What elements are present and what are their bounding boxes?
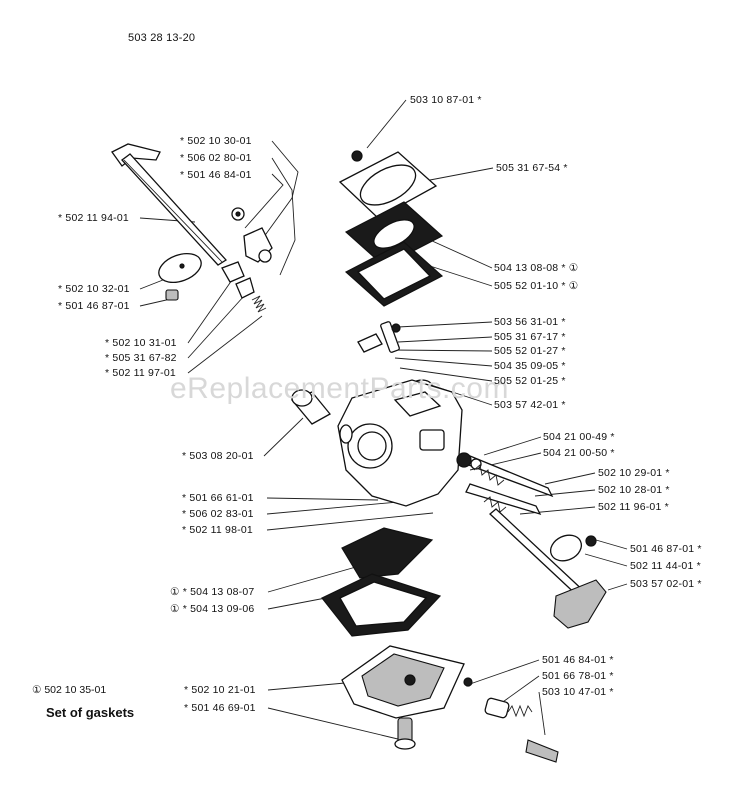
watermark: eReplacementParts.com bbox=[170, 372, 509, 405]
part-label: * 502 11 98-01 bbox=[182, 524, 253, 536]
part-label: 503 57 02-01 * bbox=[630, 578, 702, 590]
part-label: * 501 46 69-01 bbox=[184, 702, 256, 714]
part-label: ① * 504 13 09-06 bbox=[170, 603, 255, 615]
part-label: * 502 11 94-01 bbox=[58, 212, 129, 224]
part-label: * 506 02 83-01 bbox=[182, 508, 254, 520]
part-label: 505 31 67-54 * bbox=[496, 162, 568, 174]
part-label: 504 21 00-49 * bbox=[543, 431, 615, 443]
part-label: 503 10 87-01 * bbox=[410, 94, 482, 106]
part-label: 501 46 87-01 * bbox=[630, 543, 702, 555]
part-label: 505 31 67-17 * bbox=[494, 331, 566, 343]
part-label: * 503 08 20-01 bbox=[182, 450, 254, 462]
part-label: ① * 504 13 08-07 bbox=[170, 586, 255, 598]
part-label: 503 10 47-01 * bbox=[542, 686, 614, 698]
part-label: 502 11 96-01 * bbox=[598, 501, 669, 513]
part-label: * 502 11 97-01 bbox=[105, 367, 176, 379]
part-label: 504 13 08-08 * ① bbox=[494, 262, 579, 274]
part-label: 501 46 84-01 * bbox=[542, 654, 614, 666]
part-label: * 502 10 31-01 bbox=[105, 337, 177, 349]
part-label: 505 52 01-27 * bbox=[494, 345, 566, 357]
part-label: 505 52 01-25 * bbox=[494, 375, 566, 387]
part-label: 503 56 31-01 * bbox=[494, 316, 566, 328]
part-label: 502 11 44-01 * bbox=[630, 560, 701, 572]
gasket-kit-part-number: ① 502 10 35-01 bbox=[32, 684, 107, 696]
leader-lines bbox=[139, 99, 628, 741]
part-label: * 501 66 61-01 bbox=[182, 492, 254, 504]
parts bbox=[111, 143, 607, 763]
part-label: * 505 31 67-82 bbox=[105, 352, 177, 364]
header-part-number: 503 28 13-20 bbox=[128, 32, 196, 44]
part-label: 504 21 00-50 * bbox=[543, 447, 615, 459]
part-label: 504 35 09-05 * bbox=[494, 360, 566, 372]
part-label: 505 52 01-10 * ① bbox=[494, 280, 579, 292]
part-label: * 502 10 30-01 bbox=[180, 135, 252, 147]
gasket-kit-label: Set of gaskets bbox=[46, 705, 135, 720]
part-label: 502 10 28-01 * bbox=[598, 484, 670, 496]
part-label: * 502 10 32-01 bbox=[58, 283, 130, 295]
part-label: 501 66 78-01 * bbox=[542, 670, 614, 682]
part-label: * 502 10 21-01 bbox=[184, 684, 256, 696]
part-label: 502 10 29-01 * bbox=[598, 467, 670, 479]
part-label: * 501 46 84-01 bbox=[180, 169, 252, 181]
part-label: * 506 02 80-01 bbox=[180, 152, 252, 164]
part-label: 503 57 42-01 * bbox=[494, 399, 566, 411]
part-label: * 501 46 87-01 bbox=[58, 300, 130, 312]
